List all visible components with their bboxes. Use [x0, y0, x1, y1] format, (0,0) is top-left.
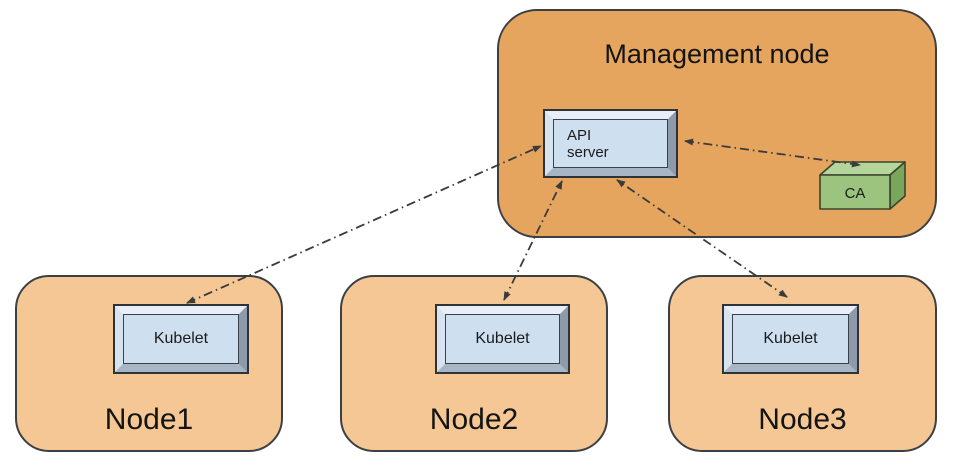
api-server-label: API server [567, 126, 609, 161]
node3-kubelet-box: Kubelet [722, 304, 859, 374]
ca-front-face [819, 174, 891, 210]
node1-container: Kubelet Node1 [15, 275, 283, 452]
api-server-face: API server [553, 119, 668, 168]
node1-kubelet-face: Kubelet [123, 314, 239, 364]
ca-label: CA [845, 185, 866, 202]
node3-kubelet-label: Kubelet [763, 330, 818, 347]
api-server-box: API server [543, 109, 678, 178]
node2-kubelet-box: Kubelet [435, 304, 570, 374]
node3-label: Node3 [758, 403, 847, 436]
node1-kubelet-bevel: Kubelet [115, 306, 247, 372]
node1-kubelet-label: Kubelet [153, 330, 209, 347]
node3-kubelet-face: Kubelet [732, 314, 849, 364]
management-node-container: Management node API server CA [497, 9, 937, 238]
node2-container: Kubelet Node2 [340, 275, 608, 452]
node2-kubelet-face: Kubelet [445, 314, 560, 364]
node3-container: Kubelet Node3 [668, 275, 937, 452]
node2-kubelet-label: Kubelet [475, 330, 530, 347]
management-node-label: Management node [604, 39, 830, 69]
node2-kubelet-bevel: Kubelet [437, 306, 568, 372]
node1-kubelet-box: Kubelet [113, 304, 249, 374]
node1-label: Node1 [104, 403, 194, 436]
ca-box: CA [819, 161, 906, 210]
api-server-bevel: API server [545, 111, 676, 176]
node3-kubelet-bevel: Kubelet [724, 306, 857, 372]
node2-label: Node2 [429, 403, 519, 436]
